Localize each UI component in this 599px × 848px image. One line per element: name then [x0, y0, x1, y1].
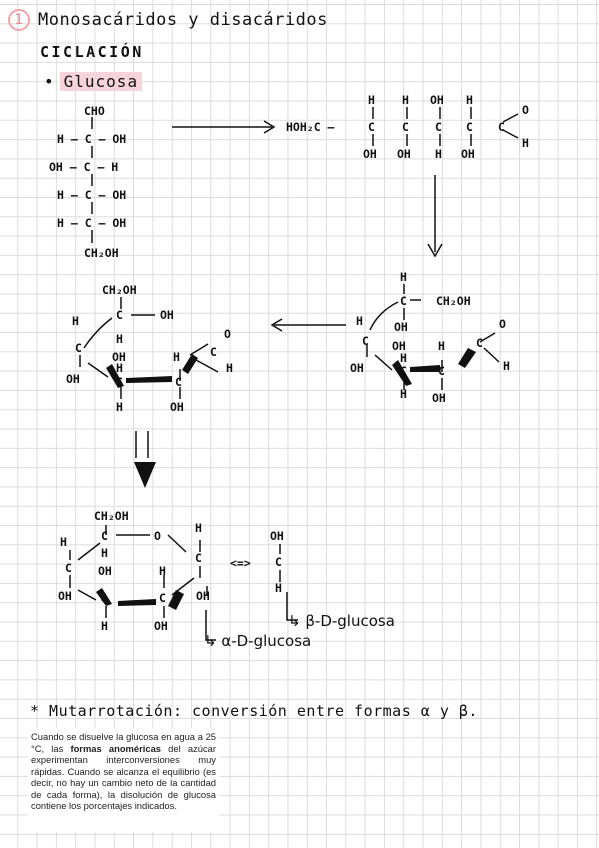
- fischer-row-1: H – C – OH: [57, 132, 126, 146]
- fischer-row-4: H – C – OH: [57, 216, 126, 230]
- h-atom: H: [159, 564, 166, 578]
- c-atom: C: [116, 375, 123, 389]
- mutarrotacion-note: * Mutarrotación: conversión entre formas…: [30, 702, 478, 720]
- c-atom: C: [101, 529, 108, 543]
- fischer-row-3: H – C – OH: [57, 188, 126, 202]
- ch2oh-group: CH₂OH: [102, 283, 137, 297]
- h-atom: H: [101, 619, 108, 633]
- subsection-glucosa: • Glucosa: [44, 72, 143, 91]
- ch2oh-group: CH₂OH: [436, 294, 471, 308]
- oh-group: OH: [392, 339, 406, 353]
- fischer-row-2: OH – C – H: [49, 160, 118, 174]
- oh-group: OH: [58, 589, 72, 603]
- o-atom: O: [499, 317, 506, 331]
- oh-group: OH: [432, 391, 446, 405]
- oh-group: OH: [196, 589, 210, 603]
- c-atom: C: [275, 555, 282, 569]
- c-atom: C: [65, 561, 72, 575]
- h-atom: H: [116, 400, 123, 414]
- cho-group: CHO: [84, 104, 105, 118]
- h-atom: H: [368, 93, 375, 107]
- c-atom: C: [476, 336, 483, 350]
- oh-group: OH: [350, 361, 364, 375]
- oh-group: OH: [363, 147, 377, 161]
- oh-group: OH: [66, 372, 80, 386]
- c-atom: C: [100, 591, 107, 605]
- h-atom: H: [60, 535, 67, 549]
- h-atom: H: [116, 361, 123, 375]
- bullet: •: [44, 72, 54, 91]
- oh-group: OH: [98, 564, 112, 578]
- h-atom: H: [195, 521, 202, 535]
- info-box: Cuando se disuelve la glucosa en agua a …: [28, 728, 219, 832]
- beta-label: ↳ β-D-glucosa: [288, 612, 395, 630]
- c-atom: C: [435, 120, 442, 134]
- h-atom: H: [400, 270, 407, 284]
- equilibrium-arrow: <=>: [230, 556, 251, 570]
- c-atom: C: [498, 120, 505, 134]
- oh-group: OH: [394, 320, 408, 334]
- h-atom: H: [438, 339, 445, 353]
- h-atom: H: [101, 546, 108, 560]
- h-atom: H: [173, 350, 180, 364]
- oh-group: OH: [160, 308, 174, 322]
- h-atom: H: [435, 147, 442, 161]
- title-number: 1: [8, 9, 30, 31]
- c-atom: C: [175, 375, 182, 389]
- o-atom: O: [224, 327, 231, 341]
- h-atom: H: [503, 359, 510, 373]
- page-title: Monosacáridos y disacáridos: [38, 10, 328, 30]
- c-atom: C: [402, 120, 409, 134]
- c-atom: C: [116, 308, 123, 322]
- c-atom: C: [195, 551, 202, 565]
- c-atom: C: [210, 345, 217, 359]
- c-atom: C: [159, 591, 166, 605]
- oh-group: OH: [112, 350, 126, 364]
- h-atom: H: [400, 387, 407, 401]
- c-atom: C: [438, 364, 445, 378]
- oh-group: OH: [170, 400, 184, 414]
- h-atom: H: [522, 136, 529, 150]
- h-atom: H: [226, 361, 233, 375]
- c-atom: C: [466, 120, 473, 134]
- c-atom: C: [400, 364, 407, 378]
- info-text-2: del azúcar experimentan interconversione…: [31, 742, 216, 812]
- o-atom: O: [522, 103, 529, 117]
- c-atom: C: [368, 120, 375, 134]
- alpha-label: ↳ α-D-glucosa: [204, 632, 311, 650]
- h-atom: H: [275, 581, 282, 595]
- ch2oh-group: CH₂OH: [94, 509, 129, 523]
- section-heading: CICLACIÓN: [40, 43, 144, 61]
- oh-group: OH: [154, 619, 168, 633]
- h-atom: H: [72, 314, 79, 328]
- c-atom: C: [362, 334, 369, 348]
- c-atom: C: [75, 341, 82, 355]
- oh-group: OH: [461, 147, 475, 161]
- h-atom: H: [466, 93, 473, 107]
- oh-group: OH: [270, 529, 284, 543]
- h-atom: H: [402, 93, 409, 107]
- c-atom: C: [400, 294, 407, 308]
- oh-group: OH: [430, 93, 444, 107]
- h-atom: H: [356, 314, 363, 328]
- h-atom: H: [400, 351, 407, 365]
- info-bold: formas anoméricas: [70, 742, 161, 754]
- ring-oxygen: O: [154, 529, 161, 543]
- ch2oh-group: CH₂OH: [84, 246, 119, 260]
- subsection-label: Glucosa: [59, 72, 143, 91]
- h-atom: H: [116, 332, 123, 346]
- chemical-structures: CHO H – C – OH OH – C – H H – C – OH H –…: [49, 93, 529, 650]
- info-text-1: Cuando se disuelve la glucosa en agua a …: [31, 731, 216, 754]
- hoh2c-group: HOH₂C –: [286, 120, 335, 134]
- oh-group: OH: [397, 147, 411, 161]
